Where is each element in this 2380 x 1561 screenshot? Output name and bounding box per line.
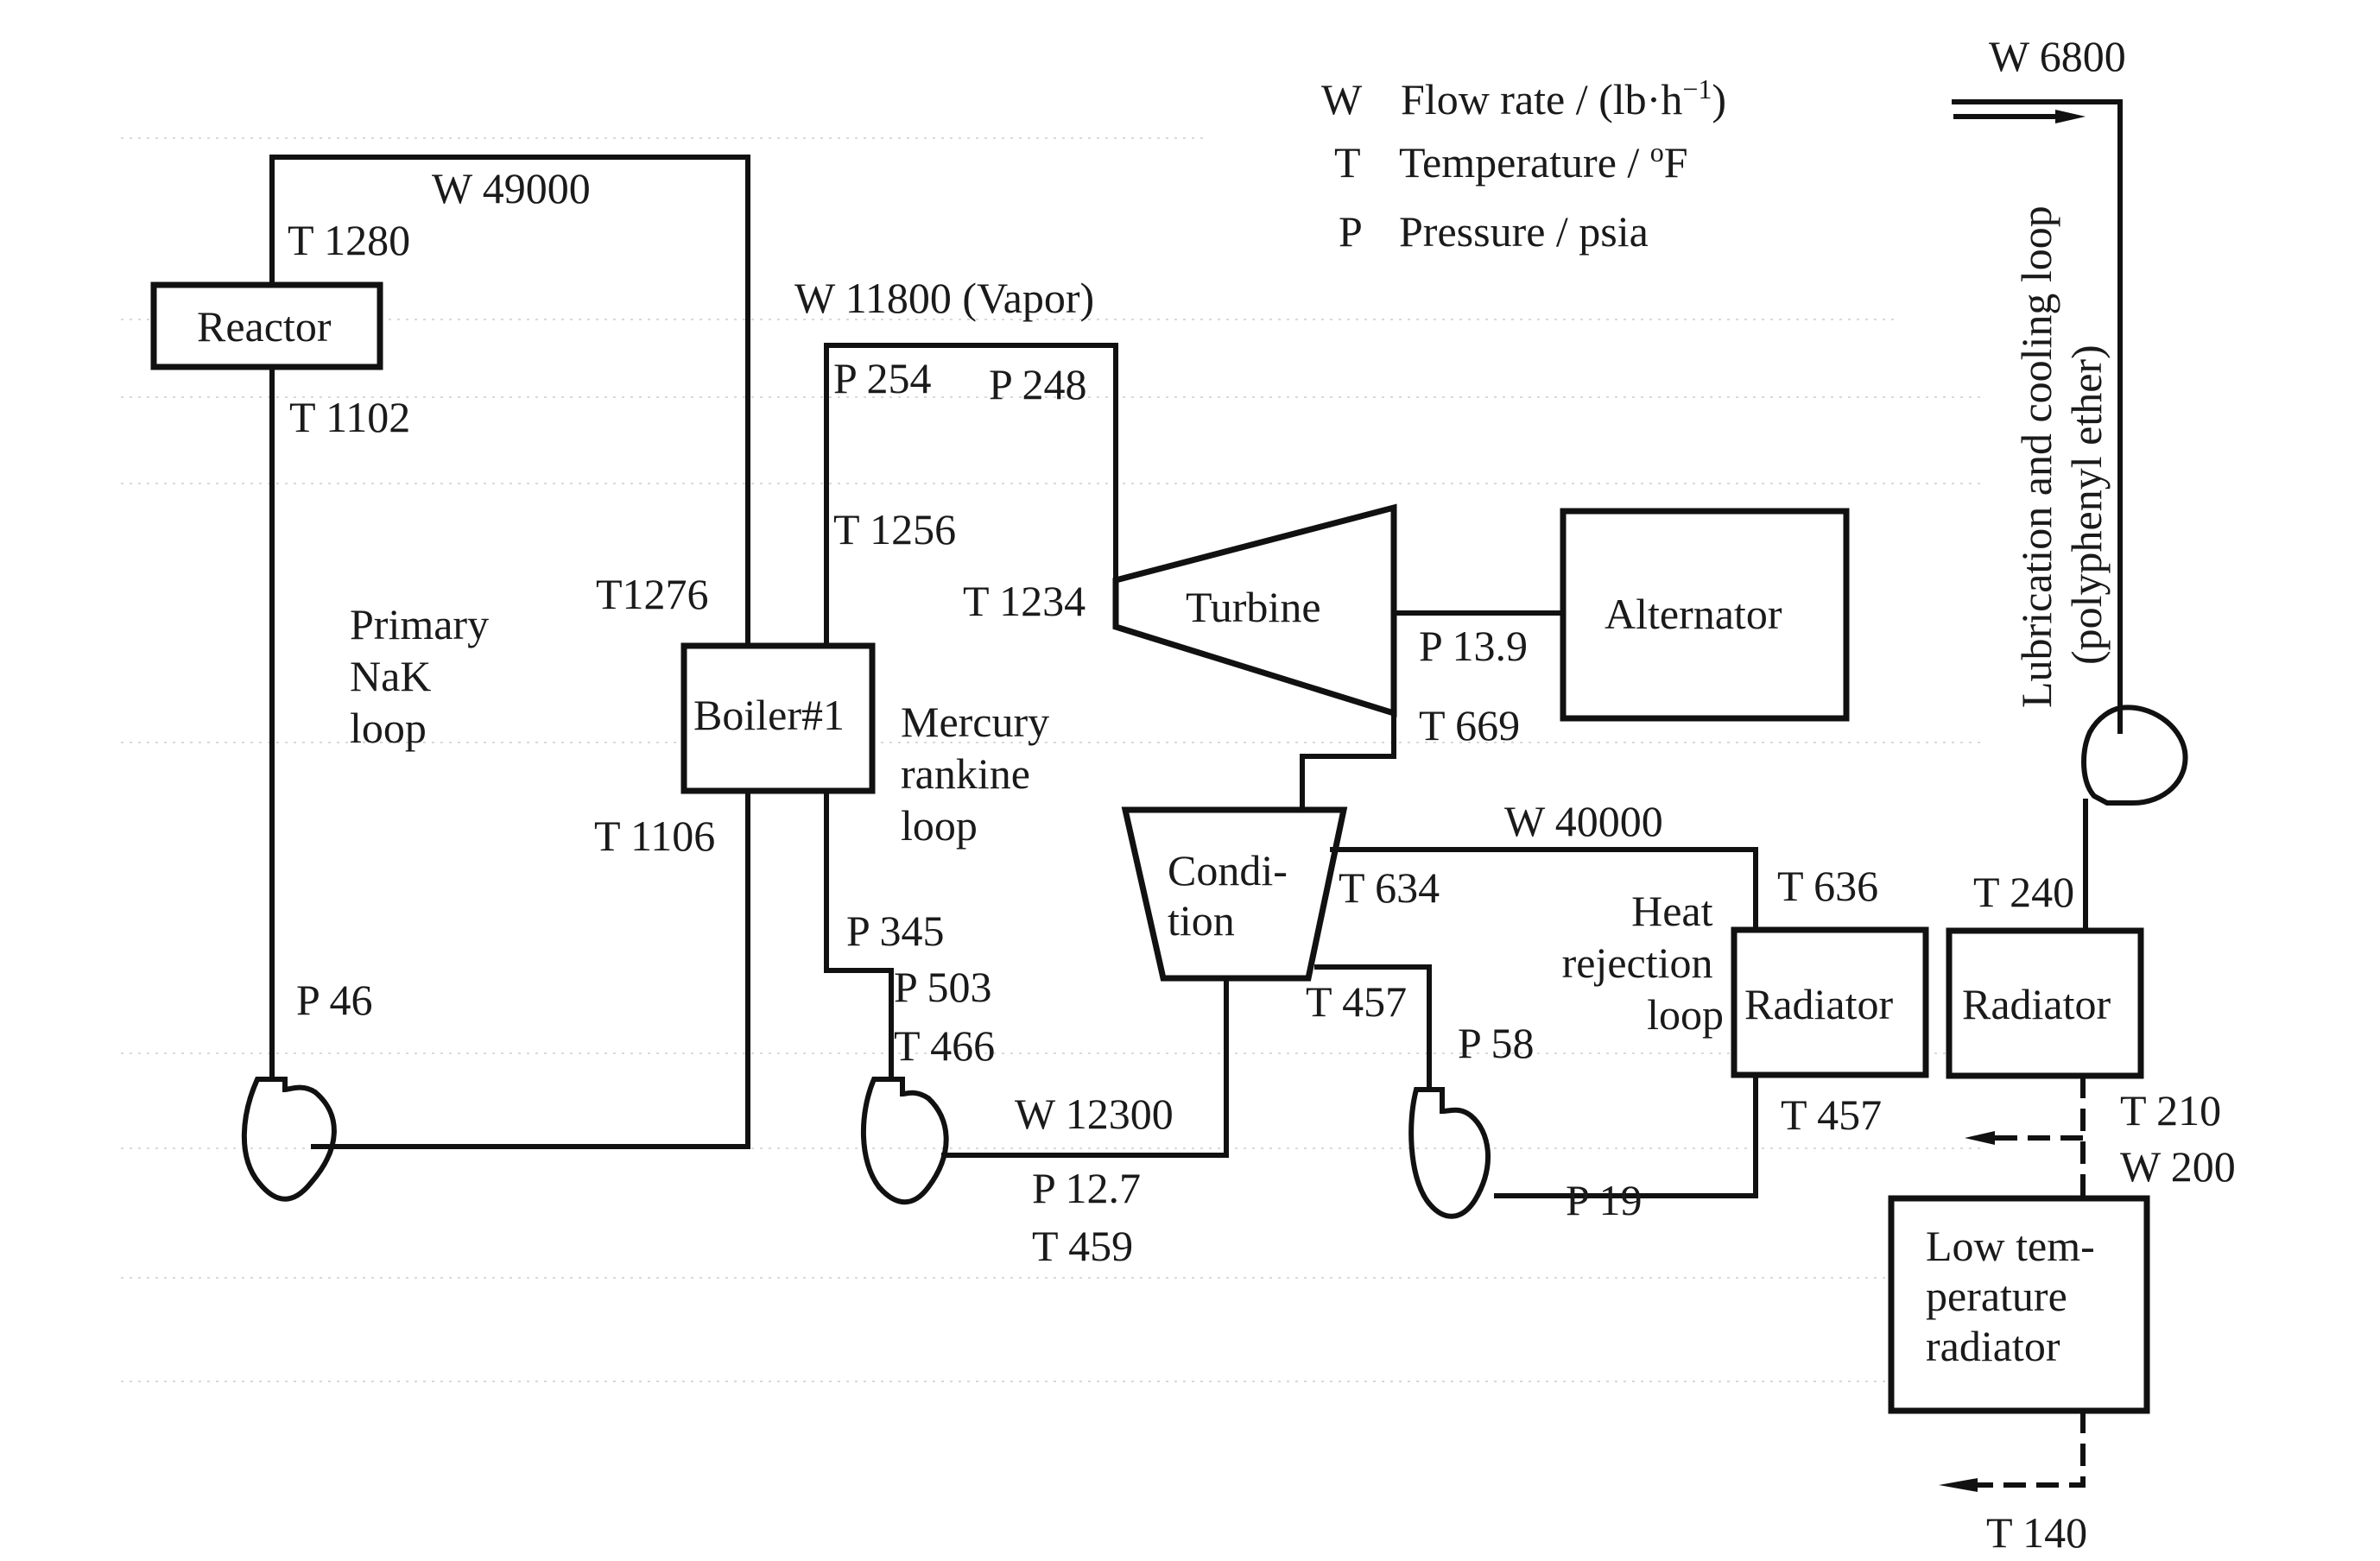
boiler-label: Boiler#1 [693,691,845,739]
mercury-pump-inlet-pressure: P 12.7 [1032,1164,1141,1212]
heat-rejection-loop-title: Heat rejection loop [1562,887,1724,1039]
mercury-rankine-loop: Boiler#1 Turbine Alternator Condi- tion … [680,157,1850,1270]
lube-radiator-box [1946,927,2144,1079]
mercury-boiler-inlet-pressure: P 345 [846,907,944,955]
primary-pump-icon [241,1077,337,1202]
legend-symbol: W [1321,75,1363,123]
lubrication-cooling-loop: Radiator Low tem- perature radiator W 68… [1888,32,2236,1557]
primary-pump-pressure: P 46 [296,976,372,1024]
heat-rejection-hot-pipe [1330,847,1758,930]
lube-branch-flow-label: W 200 [2120,1142,2236,1191]
mercury-turbine-inlet-pressure: P 248 [989,360,1086,408]
primary-reactor-inlet-temp: T 1102 [289,393,410,441]
mercury-feed-pipe [824,791,894,1079]
heat-rejection-condenser-out-temp: T 634 [1339,863,1440,912]
lube-radiator-out-temp: T 210 [2120,1086,2221,1134]
heat-rejection-pump-out-pressure: P 58 [1458,1019,1534,1067]
mercury-vapor-pipe [824,343,1118,646]
lube-radiator-in-temp: T 240 [1973,868,2074,916]
low-temp-radiator-out-pipe [1978,1411,2086,1488]
turbine-label: Turbine [1186,583,1321,631]
lube-flow-label: W 6800 [1989,32,2126,80]
heat-rejection-radiator-out-temp: T 457 [1781,1090,1882,1139]
mercury-vapor-flow-label: W 11800 (Vapor) [794,274,1094,322]
mercury-turbine-exhaust-pressure: P 13.9 [1419,622,1528,670]
lube-branch-arrowhead-icon [1965,1131,1995,1145]
condenser-label: Condi- tion [1168,846,1298,945]
lube-supply-pipe [1952,99,2123,708]
mercury-pump-icon [861,1077,949,1205]
heat-rejection-cold-pipe [1494,1075,1758,1198]
heat-radiator-label: Radiator [1744,980,1894,1028]
heat-rejection-return-pipe [1314,964,1432,1090]
legend-row-pressure: P Pressure / psia [1339,207,1649,256]
legend-row-flow: W Flow rate / (lb·h−1) [1321,73,1726,123]
lube-loop-title: Lubrication and cooling loop (polyphenyl… [2012,195,2111,708]
low-temp-out-arrowhead-icon [1939,1478,1978,1492]
mercury-pump-outlet-temp: T 466 [894,1021,995,1070]
primary-nak-loop: Reactor W 49000 T 1280 T 1102 T1276 T 11… [150,155,750,1202]
heat-rejection-condenser-in-temp: T 457 [1306,977,1407,1026]
reactor-box [150,281,383,370]
mercury-pump-outlet-pressure: P 503 [894,963,991,1011]
heat-rejection-flow-label: W 40000 [1504,797,1663,845]
mercury-boiler-outlet-pressure: P 254 [833,354,931,402]
mercury-boiler-outlet-temp: T 1256 [833,505,956,553]
low-temp-radiator-label: Low tem- perature radiator [1926,1222,2105,1370]
heat-rejection-radiator-in-temp: T 636 [1777,862,1878,910]
heat-rejection-pump-in-pressure: P 19 [1566,1176,1642,1224]
primary-reactor-outlet-temp: T 1280 [288,216,410,264]
primary-boiler-outlet-temp: T 1106 [594,812,715,860]
mercury-condensate-pipe [941,978,1229,1158]
mercury-turbine-inlet-temp: T 1234 [963,577,1086,625]
alternator-label: Alternator [1605,590,1782,638]
condenser-shape [1121,806,1348,982]
heat-rejection-pump-icon [1408,1087,1491,1219]
mercury-loop-title: Mercury rankine loop [901,698,1060,850]
lube-pump-icon [2081,705,2188,806]
mercury-pump-inlet-temp: T 459 [1032,1222,1133,1270]
alternator-box [1560,508,1850,722]
legend-row-temperature: T Temperature / oF [1334,136,1688,186]
boiler-box [680,642,876,794]
primary-boiler-inlet-temp: T1276 [596,570,709,618]
mercury-turbine-exhaust-temp: T 669 [1419,701,1520,749]
primary-flow-label: W 49000 [432,164,591,212]
turbine-exhaust-pipe [1300,713,1396,810]
lube-radiator-label: Radiator [1962,980,2111,1028]
reactor-label: Reactor [197,302,332,351]
primary-loop-title: Primary NaK loop [350,600,500,752]
low-temp-radiator-out-temp: T 140 [1986,1508,2087,1557]
heat-radiator-box [1731,926,1929,1078]
lube-flow-arrowhead-icon [2055,110,2086,123]
mercury-liquid-flow-label: W 12300 [1015,1090,1174,1138]
low-temp-radiator-box [1888,1195,2150,1414]
heat-rejection-loop: Radiator W 40000 T 634 T 636 T 457 P 58 … [1306,797,1929,1224]
legend: W Flow rate / (lb·h−1) T Temperature / o… [1321,73,1726,256]
